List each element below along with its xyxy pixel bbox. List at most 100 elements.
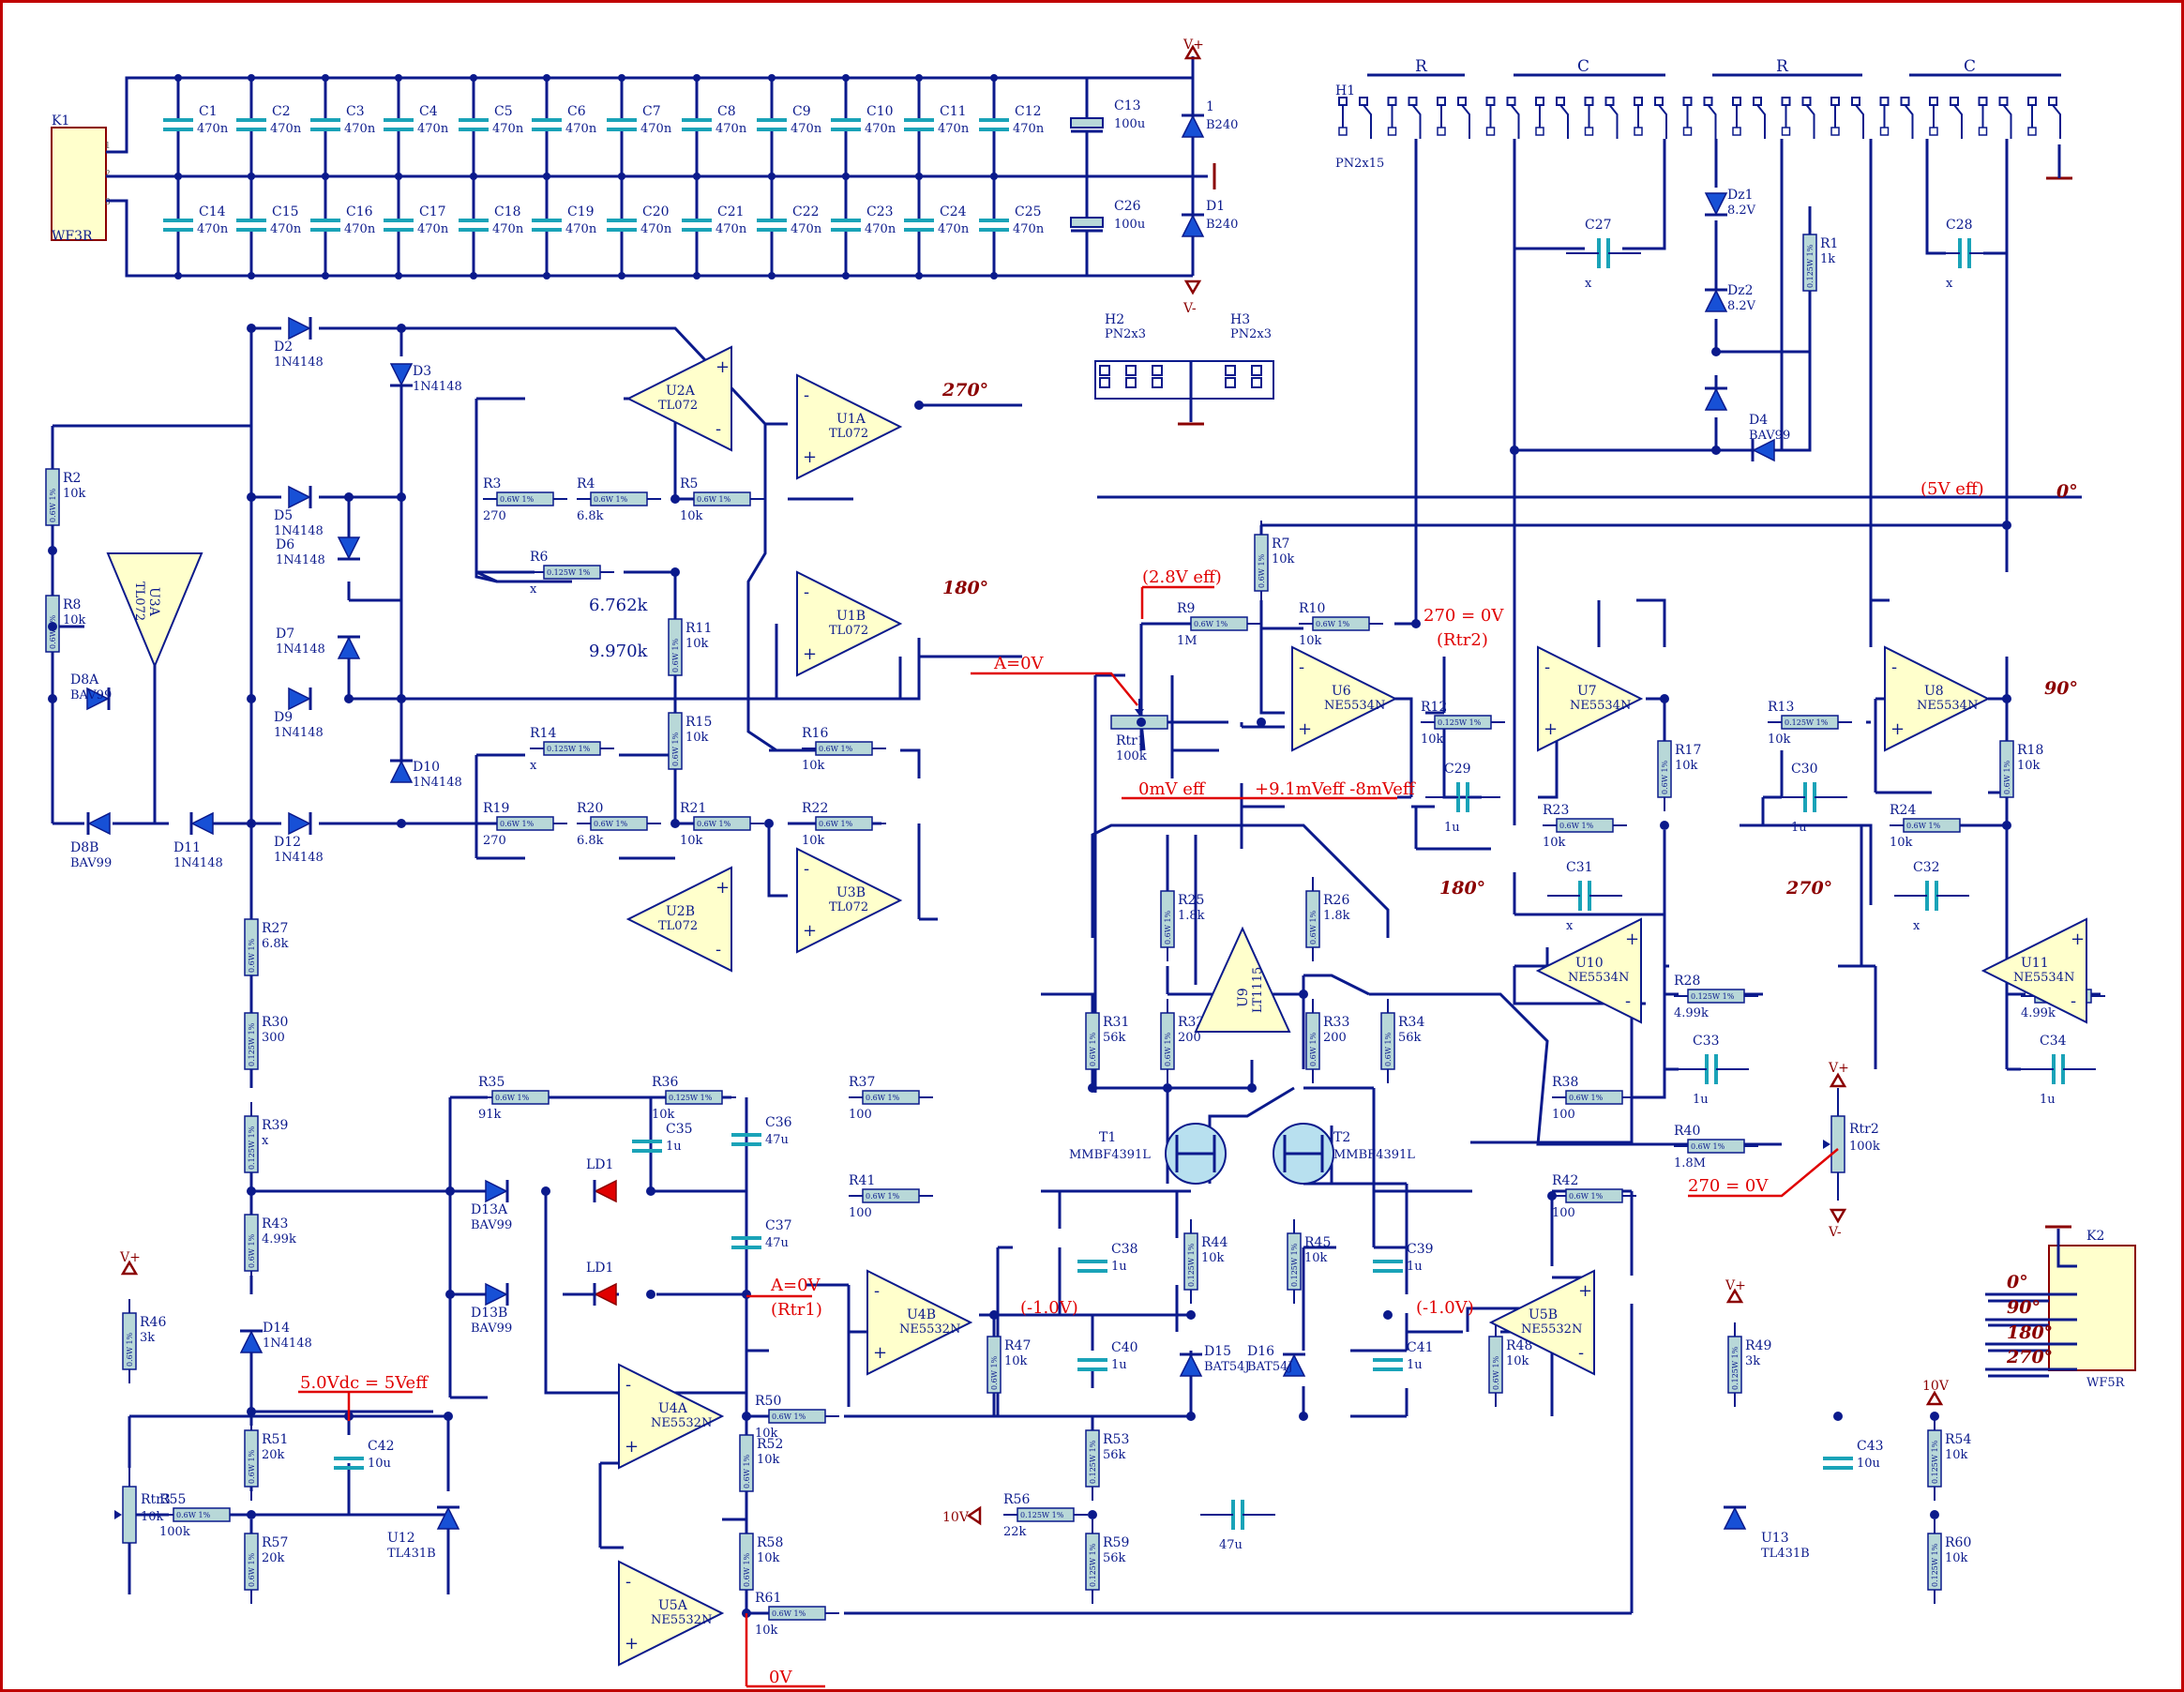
h1-pin-pair[interactable] xyxy=(1732,97,1766,139)
h1-pin-pair[interactable] xyxy=(1879,97,1914,139)
h1-pin-pair[interactable] xyxy=(1535,97,1569,139)
resistor-r6[interactable]: 0.125W 1%R6x xyxy=(530,550,614,597)
k1-connector[interactable] xyxy=(51,127,107,241)
svg-text:NE5532N: NE5532N xyxy=(651,1613,712,1627)
h1-pin-pair[interactable] xyxy=(1682,97,1717,139)
svg-text:1N4148: 1N4148 xyxy=(274,726,324,740)
h1-pin-pair[interactable] xyxy=(1338,97,1372,139)
h1-pin-pair[interactable] xyxy=(1978,97,2012,139)
h1-pin-pair[interactable] xyxy=(1387,97,1422,139)
svg-text:-: - xyxy=(2071,991,2076,1011)
resistor-r4[interactable]: 0.6W 1%R46.8k xyxy=(577,476,661,523)
h1-pin-pair[interactable] xyxy=(1781,97,1815,139)
svg-text:1N4148: 1N4148 xyxy=(413,776,462,790)
h1-pin-pair[interactable] xyxy=(2027,97,2061,139)
svg-text:x: x xyxy=(1946,277,1953,291)
h1-pin-pair[interactable] xyxy=(1584,97,1619,139)
h1-pin-pair[interactable] xyxy=(1437,97,1470,139)
h1-pin-pair[interactable] xyxy=(1830,97,1864,139)
h1-pin-pair[interactable] xyxy=(1929,97,1963,139)
h1-pin-pair[interactable] xyxy=(1485,97,1520,139)
h1-pin-pair[interactable] xyxy=(1634,97,1667,139)
